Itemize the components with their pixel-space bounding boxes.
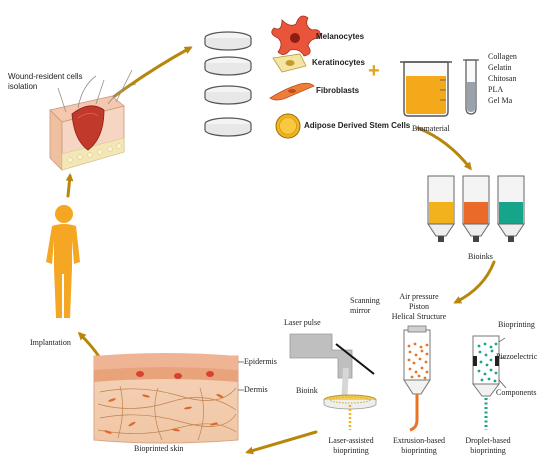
extrusion-top-label: Piston: [408, 302, 429, 311]
cell-label-fibroblasts: Fibroblasts: [316, 86, 360, 95]
epidermis-label: Epidermis: [244, 357, 277, 366]
wound-skin-block: [49, 69, 137, 171]
cell-label-adipose-stem-cells: Adipose Derived Stem Cells: [304, 121, 411, 130]
biomaterial-item: Gelatin: [488, 63, 512, 72]
extrusion-printer-illustration: [403, 325, 431, 432]
bioink-cartridge-orange: [462, 175, 490, 242]
bioprinted-skin-block: [93, 353, 244, 444]
human-figure-icon: [46, 205, 80, 318]
extrusion-top-label: Helical Structure: [391, 312, 447, 321]
keratinocyte-icon: [272, 53, 307, 73]
plus-sign: +: [368, 60, 380, 82]
arrow-to-wound: [65, 173, 74, 198]
arrow-to-printers: [453, 260, 496, 304]
bioink-cartridge-green: [497, 175, 525, 242]
petri-dish: [204, 56, 252, 76]
petri-dish: [204, 31, 252, 51]
bioinks-label: Bioinks: [468, 252, 493, 261]
arrow-to-skin: [245, 430, 318, 455]
dermis-label: Dermis: [244, 385, 268, 394]
laser-caption: Laser-assisted bioprinting: [328, 436, 374, 455]
droplet-printer-illustration: [472, 335, 507, 430]
biomaterial-item: Gel Ma: [488, 96, 513, 105]
arrow-to-bioinks: [416, 126, 472, 171]
biomaterial-item: Chitosan: [488, 74, 517, 83]
biomaterial-item: PLA: [488, 85, 504, 94]
bioink-cartridges: [427, 175, 525, 242]
test-tube-icon: [463, 59, 479, 115]
wound-isolation-label: Wound-resident cells isolation: [8, 72, 83, 91]
droplet-caption: Droplet-based bioprinting: [465, 436, 511, 455]
laser-pulse-label: Laser pulse: [284, 318, 321, 327]
bioink-cartridge-yellow: [427, 175, 455, 242]
melanocyte-icon: [271, 15, 321, 57]
arrow-to-implantation: [77, 331, 102, 360]
petri-dish: [204, 85, 252, 105]
scanning-mirror: [335, 343, 375, 375]
petri-dishes: [204, 31, 252, 137]
laser-printer-illustration: [289, 333, 377, 430]
piezoelectric-label: Piezoelectric: [496, 352, 538, 361]
flow-arrows: [65, 46, 496, 455]
implantation-label: Implantation: [30, 338, 71, 347]
components-label: Components: [496, 388, 537, 397]
bioink-label: Bioink: [296, 386, 318, 395]
cell-label-keratinocytes: Keratinocytes: [312, 58, 365, 67]
scanning-mirror-label: Scanning mirror: [350, 296, 380, 315]
beaker-icon: [400, 61, 452, 117]
arrow-to-cells: [110, 46, 193, 100]
extrusion-top-label: Air pressure: [399, 292, 439, 301]
petri-dish: [204, 117, 252, 137]
bioprinted-skin-label: Bioprinted skin: [134, 444, 184, 453]
cell-label-melanocytes: Melanocytes: [316, 32, 365, 41]
stem-cell-icon: [275, 113, 301, 139]
biomaterial-item: Collagen: [488, 52, 517, 61]
droplet-bioprinting-label: Bioprinting: [498, 320, 535, 329]
extrusion-caption: Extrusion-based bioprinting: [393, 436, 445, 455]
fibroblast-icon: [269, 82, 315, 101]
biomaterial-label: Biomaterial: [412, 124, 450, 133]
